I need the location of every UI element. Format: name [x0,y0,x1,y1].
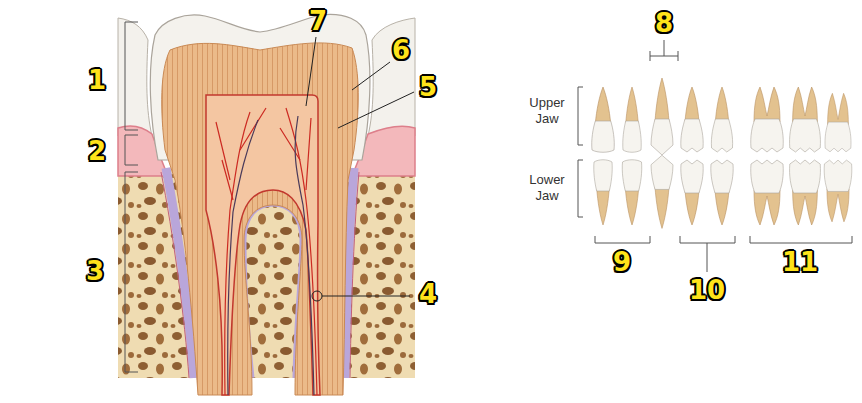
illustration-part [751,87,784,152]
callout-number: 4 [419,281,437,307]
callout-number: 8 [655,10,673,36]
illustration-part [650,40,678,61]
illustration-part [286,108,317,395]
illustration-part [622,160,642,225]
jaw-label: Lower Jaw [522,172,572,203]
brackets [125,22,852,372]
neighbour-tooth [118,18,152,136]
callout-number: 10 [689,277,725,303]
neighbour-tooth [368,18,415,136]
callout-number: 3 [86,258,104,284]
illustration-part [295,116,314,395]
dentin [162,43,359,395]
illustration-part [125,135,138,165]
illustration-part [242,202,304,378]
illustration-part [681,87,703,152]
illustration-part [595,236,650,243]
callout-number: 7 [309,8,327,34]
jaw-label: Upper Jaw [522,95,572,126]
illustration-part [125,22,138,130]
callout-number: 5 [419,74,437,100]
illustration-part [651,155,673,228]
illustration-part [125,172,138,372]
pulp [206,95,320,395]
illustration-part [352,62,390,90]
illustration-part [306,37,316,106]
illustration-part [711,87,732,152]
illustration-part [790,160,821,225]
illustration-part [322,296,410,297]
illustration-part [681,160,703,225]
callout-circle [312,291,322,301]
illustration-part [651,78,673,155]
illustration-part [623,87,641,152]
illustration-part [592,87,615,152]
illustration-part [594,160,612,225]
illustration-part [578,87,583,145]
illustration-part [680,236,735,272]
illustration-part [824,160,852,222]
callout-number: 9 [613,249,631,275]
illustration-part [825,93,851,152]
illustration-part [216,108,266,200]
lower-teeth [594,155,852,228]
callout-number: 1 [88,67,106,93]
callout-number: 2 [88,138,106,164]
callout-number: 6 [392,37,410,63]
illustration-part [711,160,733,225]
illustration-part [350,172,359,378]
leader-lines [306,37,414,296]
illustration-part [228,120,258,395]
dentin-tubules [162,43,359,395]
callout-number: 11 [782,249,818,275]
illustration-part [790,87,821,152]
blood-vessels [216,108,317,395]
illustration-part [578,160,583,217]
upper-teeth [592,78,851,155]
illustration-part [751,160,784,225]
illustration-part [750,236,852,243]
illustration-part [338,92,414,128]
